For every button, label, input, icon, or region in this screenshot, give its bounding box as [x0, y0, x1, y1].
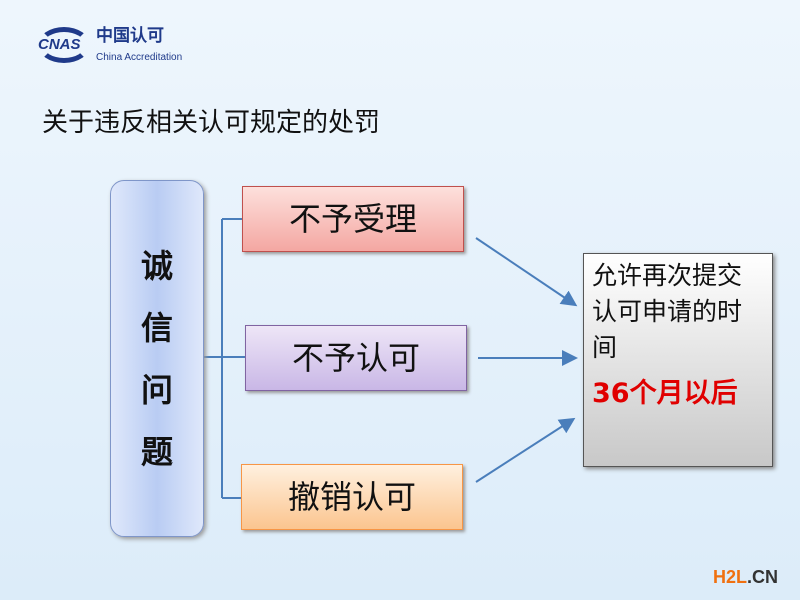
- logo-ellipse: [38, 27, 90, 63]
- result-box: 允许再次提交认可申请的时间 36个月以后: [583, 253, 773, 467]
- arrow-1: [475, 237, 578, 307]
- tree-lines: [202, 218, 245, 499]
- branch-revoked: 撤销认可: [241, 464, 463, 530]
- watermark: H2L.CN: [713, 566, 778, 588]
- result-highlight: 36个月以后: [592, 378, 738, 409]
- branch-not-accredited: 不予认可: [245, 325, 467, 391]
- logo-cn: 中国认可: [96, 26, 164, 46]
- root-box-integrity: 诚 信 问 题: [110, 180, 204, 537]
- root-char: 信: [140, 308, 173, 347]
- arrow-3: [475, 417, 576, 483]
- slide-title: 关于违反相关认可规定的处罚: [42, 108, 381, 138]
- watermark-suffix: .CN: [747, 567, 779, 587]
- root-char: 题: [140, 432, 173, 471]
- result-text: 允许再次提交认可申请的时间: [592, 261, 743, 362]
- root-char: 诚: [140, 246, 173, 285]
- branch-not-accepted: 不予受理: [242, 186, 464, 252]
- logo-abbr: CNAS: [38, 36, 81, 53]
- root-char: 问: [140, 370, 173, 409]
- watermark-brand: H2L: [713, 567, 748, 587]
- cnas-logo: CNAS 中国认可 China Accreditation: [38, 25, 198, 67]
- logo-en: China Accreditation: [96, 52, 183, 63]
